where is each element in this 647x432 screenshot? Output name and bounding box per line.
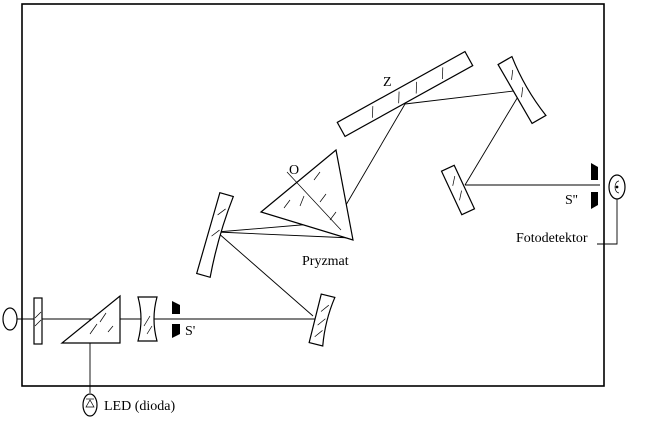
- ray-mirror1-to-prism-apex: [216, 231, 353, 239]
- led-label: LED (dioda): [104, 399, 175, 414]
- dispersing-prism: [259, 148, 354, 241]
- ray-grating-to-mirror3: [404, 89, 523, 105]
- ray-mirror2-to-mirror1: [216, 231, 314, 317]
- led-diode: [82, 393, 98, 417]
- mirror-lower-right: [308, 293, 336, 347]
- exit-slit-label: S'': [565, 193, 578, 208]
- ray-prism-to-grating: [335, 103, 406, 223]
- mirror-left: [195, 191, 235, 279]
- prism-axis-marker: [286, 171, 342, 231]
- photodetector-label: Fotodetektor: [516, 231, 588, 246]
- mirror-folding: [440, 164, 476, 216]
- filter-plate: [33, 297, 43, 345]
- instrument-housing: [21, 3, 605, 387]
- mirror-upper-right: [497, 55, 547, 125]
- photodetector-lead: [597, 195, 618, 245]
- prism-marker-label: O: [289, 163, 299, 178]
- photodetector-sensor: [608, 174, 626, 200]
- ray-mirror3-to-mirror4: [464, 89, 523, 186]
- diffraction-grating: [336, 50, 474, 138]
- entrance-slit: [172, 301, 180, 338]
- beam-splitter-prism: [60, 294, 121, 344]
- prism-label: Pryzmat: [302, 254, 349, 269]
- entrance-slit-label: S': [185, 324, 195, 339]
- exit-slit: [591, 163, 598, 209]
- grating-label: Z: [383, 75, 392, 90]
- light-source-lamp: [2, 307, 18, 331]
- collimating-lens: [137, 296, 158, 342]
